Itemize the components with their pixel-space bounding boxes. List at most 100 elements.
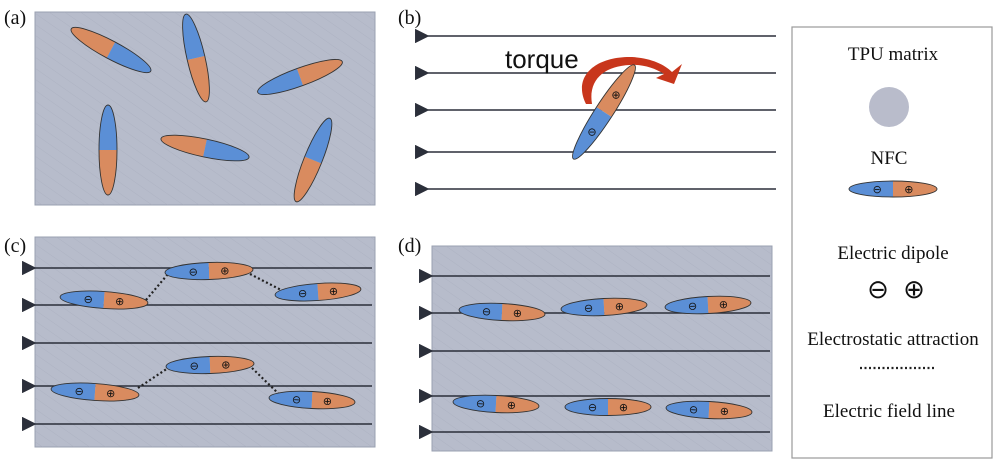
nfc-outline <box>572 64 636 160</box>
fibers-c: ⊖⊕⊖⊕⊖⊕⊖⊕⊖⊕⊖⊕ <box>50 260 362 411</box>
nfc-outline <box>70 26 152 74</box>
nfc-half-left <box>565 398 608 416</box>
panel-c: ⊖⊕⊖⊕⊖⊕⊖⊕⊖⊕⊖⊕ <box>22 236 376 448</box>
panel-label-c: (c) <box>4 235 26 257</box>
nfc-fiber: ⊖⊕ <box>268 389 356 411</box>
electrostatic-link <box>249 273 286 293</box>
nfc-fiber <box>159 129 251 167</box>
dipole-minus: ⊖ <box>298 287 308 301</box>
nfc-outline <box>165 355 255 375</box>
nfc-fiber: ⊖⊕ <box>564 398 652 416</box>
dipole-plus: ⊕ <box>506 399 516 412</box>
legend: TPU matrix NFC ⊖⊕ Electric dipole ⊖ ⊕ El… <box>791 26 993 459</box>
nfc-fiber: ⊖⊕ <box>50 380 140 404</box>
nfc-outline <box>164 261 254 281</box>
dipole-plus: ⊕ <box>615 300 625 313</box>
nfc-outline <box>274 282 362 302</box>
nfc-half-right <box>187 55 215 104</box>
nfc-half-left <box>287 156 322 206</box>
nfc-outline <box>458 302 546 322</box>
nfc-half-left <box>99 105 117 150</box>
nfc-outline <box>50 382 140 402</box>
dipole-minus: ⊖ <box>584 302 594 315</box>
nfc-fiber <box>287 114 339 206</box>
nfc-fiber: ⊖⊕ <box>165 354 255 376</box>
nfc-outline <box>293 117 333 203</box>
nfc-fiber: ⊖⊕ <box>665 399 753 421</box>
nfc-half-right <box>203 139 251 167</box>
dipole-minus: ⊖ <box>188 265 198 278</box>
dipole-plus: ⊕ <box>220 264 230 277</box>
legend-dipole-label: Electric dipole <box>837 243 948 264</box>
nfc-half-right <box>296 53 346 86</box>
nfc-half-right <box>209 354 255 374</box>
nfc-fiber <box>67 20 155 80</box>
nfc-outline <box>160 134 250 162</box>
dipole-plus: ⊕ <box>611 89 620 102</box>
nfc-fiber <box>254 53 346 101</box>
nfc-outline <box>664 295 752 315</box>
nfc-half-right <box>893 181 937 197</box>
nfc-half-left <box>165 356 211 376</box>
nfc-fiber: ⊖⊕ <box>560 296 648 318</box>
dipole-plus: ⊕ <box>512 307 522 320</box>
nfc-outline <box>59 290 149 310</box>
nfc-half-left <box>67 20 116 58</box>
dipole-minus: ⊖ <box>476 397 486 410</box>
dipole-plus: ⊕ <box>904 183 913 196</box>
panel-d: ⊖⊕⊖⊕⊖⊕⊖⊕⊖⊕⊖⊕ <box>419 245 773 452</box>
dipole-plus: ⊕ <box>719 405 729 418</box>
electrostatic-link <box>137 367 169 389</box>
nfc-fiber <box>177 12 215 104</box>
dipole-plus: ⊕ <box>619 401 628 414</box>
nfc-fiber: ⊖⊕ <box>59 288 149 312</box>
legend-fieldline-label: Electric field line <box>823 401 955 422</box>
dipole-minus: ⊖ <box>588 401 597 414</box>
rotating-nfc: ⊕⊖ <box>565 60 643 164</box>
dipole-minus: ⊖ <box>482 305 492 318</box>
dipole-plus: ⊕ <box>322 395 332 408</box>
nfc-outline <box>257 58 343 96</box>
nfc-half-right <box>608 398 651 416</box>
panel-label-a: (a) <box>4 7 26 29</box>
legend-attraction-label: Electrostatic attraction <box>807 329 979 350</box>
nfc-outline <box>452 394 540 414</box>
fibers-d: ⊖⊕⊖⊕⊖⊕⊖⊕⊖⊕⊖⊕ <box>452 294 753 421</box>
dipole-minus: ⊖ <box>189 359 199 372</box>
nfc-fiber: ⊖⊕ <box>274 280 362 304</box>
dipole-plus: ⊕ <box>115 295 125 309</box>
dipole-plus: ⊕ <box>719 298 729 311</box>
legend-nfc-label: NFC <box>871 148 908 169</box>
legend-matrix-label: TPU matrix <box>848 44 939 65</box>
nfc-outline <box>268 390 356 410</box>
legend-plus-symbol: ⊕ <box>903 275 925 305</box>
nfc-fiber: ⊖⊕ <box>458 301 546 323</box>
legend-matrix-swatch <box>869 87 909 127</box>
nfc-half-left <box>177 12 205 61</box>
nfc-half-right <box>565 107 612 164</box>
nfc-half-right <box>99 150 117 195</box>
dipole-minus: ⊖ <box>74 385 84 399</box>
fibers-a <box>67 12 346 206</box>
dipole-minus: ⊖ <box>689 403 699 416</box>
dipole-plus: ⊕ <box>106 387 116 401</box>
panel-a <box>34 11 376 206</box>
nfc-fiber: ⊖⊕ <box>452 393 540 415</box>
nfc-outline <box>98 104 118 196</box>
dipole-minus: ⊖ <box>873 183 882 196</box>
torque-label: torque <box>505 44 579 74</box>
electrostatic-link <box>145 273 169 301</box>
nfc-half-right <box>106 42 155 80</box>
dipole-minus: ⊖ <box>587 125 596 138</box>
dipole-minus: ⊖ <box>292 393 302 406</box>
electrostatic-links-c <box>137 273 286 398</box>
nfc-outline <box>665 400 753 420</box>
nfc-outline <box>848 180 938 198</box>
nfc-half-left <box>254 68 304 101</box>
nfc-half-left <box>159 129 207 157</box>
legend-nfc-swatch: ⊖⊕ <box>848 180 938 198</box>
nfc-half-right <box>208 260 254 280</box>
nfc-half-left <box>164 262 210 282</box>
panel-b: torque ⊕⊖ <box>415 28 776 197</box>
